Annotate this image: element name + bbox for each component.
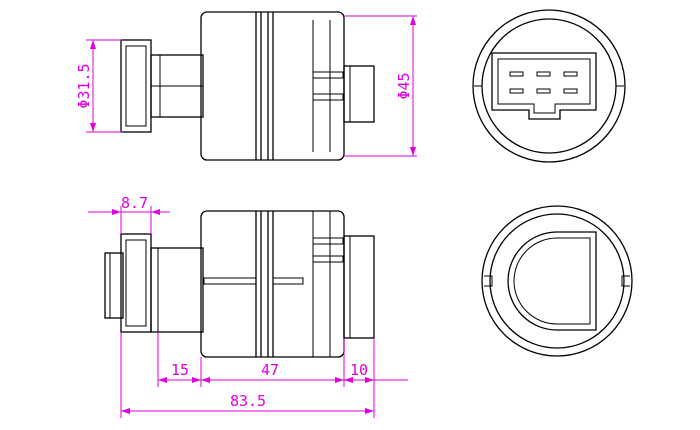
- top-flange-inner: [125, 45, 147, 127]
- dim-left-boss-diameter: Φ31.5: [75, 39, 122, 133]
- rear-view: [481, 205, 633, 357]
- bottom-neck: [150, 247, 204, 333]
- dim-overall-length: 83.5: [120, 332, 375, 418]
- rear-outer-circle: [481, 205, 633, 357]
- side-view-bottom: [104, 210, 375, 358]
- bottom-flange-inner: [125, 239, 147, 327]
- rear-segment-label: 15: [171, 361, 189, 379]
- rear-inner-circle: [489, 213, 625, 349]
- overall-length-label: 83.5: [230, 392, 266, 410]
- body-diameter-label: Φ45: [395, 72, 413, 99]
- body-length-label: 47: [261, 361, 279, 379]
- dim-body-diameter: Φ45: [344, 15, 417, 157]
- dim-flange-thickness: 8.7: [88, 194, 170, 234]
- side-view-top: [120, 11, 375, 161]
- flange-thickness-label: 8.7: [121, 194, 148, 212]
- left-boss-diameter-label: Φ31.5: [75, 63, 93, 108]
- bottom-plug: [104, 252, 124, 319]
- top-connector: [343, 65, 375, 123]
- rear-d-shaped-cutout: [507, 231, 597, 331]
- connector-length-label: 10: [350, 361, 368, 379]
- front-outer-circle: [472, 9, 626, 163]
- front-view-connector: [472, 9, 626, 163]
- connector-pins: [509, 71, 578, 94]
- dim-chain-lengths: 15 47 10: [157, 332, 408, 387]
- bottom-connector: [343, 235, 375, 339]
- connector-housing: [491, 52, 597, 120]
